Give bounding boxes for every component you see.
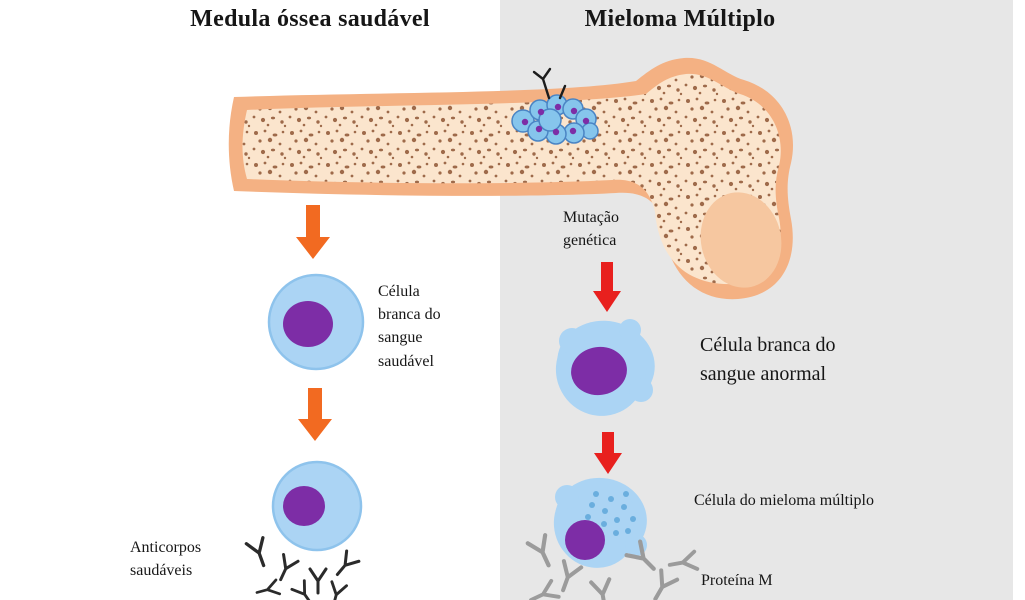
abnormal-white-blood-cell bbox=[555, 319, 655, 416]
down-arrow-mutation-icon bbox=[593, 262, 621, 312]
antibody-producing-cell bbox=[271, 460, 363, 552]
healthy-antibodies-label: Anticorpos saudáveis bbox=[130, 539, 202, 580]
down-arrow-healthy-1-icon bbox=[296, 205, 330, 259]
healthy-cell-label: Célula branca do sangue saudável bbox=[378, 283, 441, 370]
down-arrow-healthy-2-icon bbox=[298, 388, 332, 441]
genetic-mutation-label: Mutação genética bbox=[563, 209, 619, 250]
bone-crack-icon bbox=[532, 67, 567, 100]
myeloma-cell-label: Célula do mieloma múltiplo bbox=[694, 492, 874, 509]
myeloma-cell bbox=[553, 477, 647, 568]
bone-head-smooth-area bbox=[700, 192, 782, 288]
bone-illustration bbox=[228, 57, 794, 300]
right-panel-title: Mieloma Múltiplo bbox=[584, 6, 776, 32]
left-panel-title: Medula óssea saudável bbox=[190, 6, 430, 32]
bone-marrow-speckles bbox=[242, 73, 781, 285]
tumor-cell-cluster bbox=[511, 94, 599, 145]
down-arrow-myeloma-icon bbox=[594, 432, 622, 474]
abnormal-cell-label: Célula branca do sangue anormal bbox=[700, 334, 836, 385]
m-protein-label: Proteína M bbox=[701, 572, 773, 589]
healthy-white-blood-cell bbox=[267, 273, 365, 371]
